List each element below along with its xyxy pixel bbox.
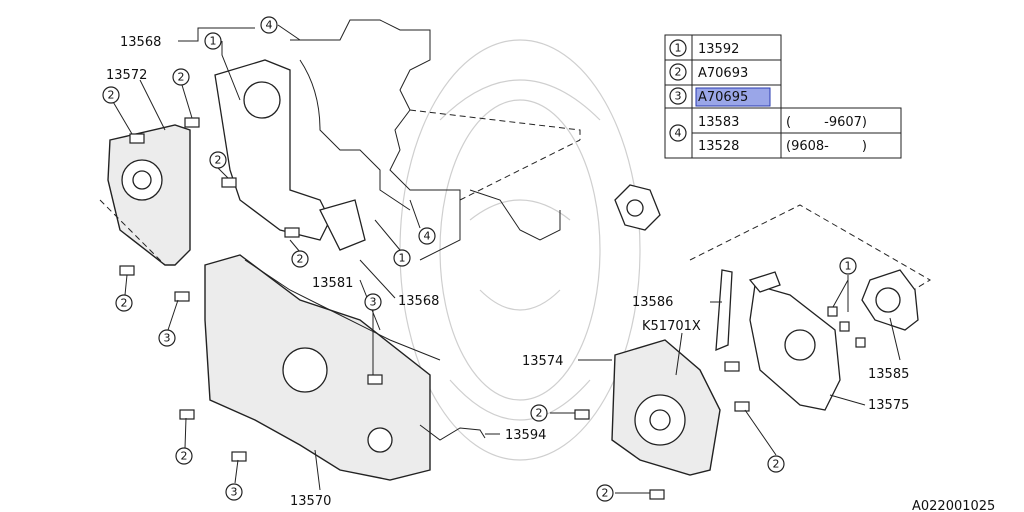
svg-text:3: 3 [231,486,238,499]
front-center-cover [204,254,441,481]
svg-text:2: 2 [773,458,780,471]
callout-2: 2 [172,68,190,86]
watermark-emblem [399,39,641,461]
part-label-13581: 13581 [312,276,353,291]
legend-range: ( -9607) [786,115,867,130]
rear-timing-cover [214,59,366,251]
engine-block-outline [290,19,581,261]
svg-text:2: 2 [108,89,115,102]
legend-row-1: 1 13592 [669,39,739,57]
svg-text:4: 4 [424,230,431,243]
callout-1: 1 [393,249,411,267]
callout-2: 2 [209,151,227,169]
legend-part: A70693 [698,66,748,81]
part-label-13570: 13570 [290,494,331,509]
callout-4: 4 [260,16,278,34]
gasket-strip [419,424,486,441]
part-label-13575: 13575 [868,398,909,413]
svg-text:3: 3 [164,332,171,345]
legend-range: (9608- ) [786,139,867,154]
part-label-13585: 13585 [868,367,909,382]
callout-2: 2 [291,250,309,268]
part-label-13568-top: 13568 [120,35,161,50]
svg-text:2: 2 [181,450,188,463]
svg-text:2: 2 [178,71,185,84]
part-label-13594: 13594 [505,428,546,443]
callout-3: 3 [225,483,243,501]
callout-1: 1 [839,257,857,275]
diagram-code: A022001025 [912,499,995,512]
callout-2: 2 [530,404,548,422]
legend-row-5: 13528 (9608- ) [698,139,867,154]
svg-text:3: 3 [370,296,377,309]
svg-text:2: 2 [675,66,682,79]
legend-part: 13592 [698,42,739,57]
legend-highlight [695,87,771,107]
seal-strip [715,269,781,352]
svg-text:2: 2 [121,297,128,310]
callout-2: 2 [115,294,133,312]
part-label-k51701x: K51701X [642,319,701,334]
svg-text:1: 1 [675,42,682,55]
part-label-13574: 13574 [522,354,563,369]
svg-text:3: 3 [675,90,682,103]
svg-text:1: 1 [845,260,852,273]
legend-row-2: 2 A70693 [669,63,748,81]
legend-part: 13583 [698,115,739,130]
legend-part: 13528 [698,139,739,154]
callout-2: 2 [596,484,614,502]
part-label-13572: 13572 [106,68,147,83]
callout-4: 4 [418,227,436,245]
callouts: 1 4 2 2 2 4 1 2 3 2 3 2 3 2 2 2 1 [102,16,857,502]
part-labels: 13568 13572 13581 13568 13586 K51701X 13… [106,35,995,512]
callout-1: 1 [204,32,222,50]
callout-2: 2 [175,447,193,465]
callout-3: 3 [364,293,382,311]
svg-text:2: 2 [297,253,304,266]
legend-table: 1 13592 2 A70693 3 A70695 4 13583 ( -960… [664,34,902,159]
svg-text:2: 2 [602,487,609,500]
svg-text:2: 2 [215,154,222,167]
svg-text:4: 4 [675,127,682,140]
legend-row-4: 4 13583 ( -9607) [669,115,867,142]
left-belt-cover [99,124,191,266]
legend-part: A70695 [698,90,748,105]
part-label-13568-bottom: 13568 [398,294,439,309]
right-belt-cover [611,339,721,476]
gasket [861,269,919,331]
callout-2: 2 [102,86,120,104]
legend-row-3: 3 A70695 [669,87,748,105]
callout-3: 3 [158,329,176,347]
cam-sprocket [614,184,661,231]
callout-2: 2 [767,455,785,473]
leader-lines [111,24,901,494]
svg-text:1: 1 [210,35,217,48]
svg-text:4: 4 [266,19,273,32]
part-label-13586: 13586 [632,295,673,310]
svg-text:1: 1 [399,252,406,265]
svg-text:2: 2 [536,407,543,420]
